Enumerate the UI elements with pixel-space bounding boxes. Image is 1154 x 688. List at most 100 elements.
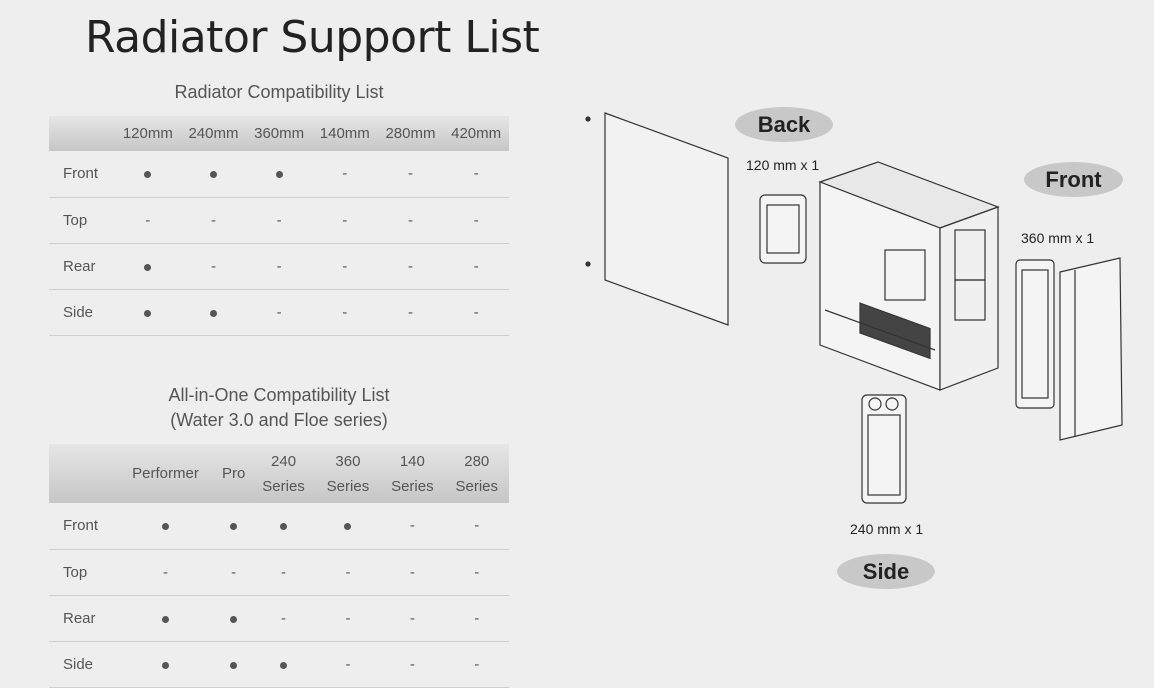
unsupported-cell: - — [251, 595, 316, 642]
unsupported-cell: - — [315, 595, 381, 642]
unsupported-cell: - — [251, 549, 316, 596]
unsupported-cell: - — [180, 243, 247, 290]
supported-dot-icon — [144, 263, 152, 271]
table-row: Front--- — [49, 151, 509, 198]
column-header — [49, 116, 115, 151]
unsupported-cell: - — [444, 549, 509, 596]
supported-cell — [315, 503, 381, 550]
supported-dot-icon — [161, 523, 169, 531]
unsupported-cell: - — [377, 151, 444, 198]
unsupported-cell: - — [443, 197, 509, 244]
row-label: Front — [49, 503, 115, 550]
back-label: Back — [735, 107, 833, 142]
table-row: Top------ — [49, 549, 509, 596]
supported-cell — [180, 289, 247, 336]
unsupported-cell: - — [246, 197, 312, 244]
supported-dot-icon — [230, 615, 238, 623]
supported-dot-icon — [209, 309, 217, 317]
column-header: 360mm — [246, 116, 312, 151]
row-label: Rear — [49, 595, 115, 642]
column-header — [49, 444, 115, 503]
unsupported-cell: - — [443, 289, 509, 336]
supported-cell — [251, 503, 316, 550]
unsupported-cell: - — [443, 243, 509, 290]
column-header: 240mm — [180, 116, 247, 151]
row-label: Side — [49, 289, 115, 336]
unsupported-cell: - — [311, 243, 378, 290]
column-header: 280mm — [377, 116, 444, 151]
unsupported-cell: - — [380, 595, 445, 642]
side-label: Side — [837, 554, 935, 589]
supported-dot-icon — [344, 523, 352, 531]
unsupported-cell: - — [311, 151, 378, 198]
unsupported-cell: - — [115, 549, 216, 596]
supported-dot-icon — [161, 615, 169, 623]
unsupported-cell: - — [380, 503, 445, 550]
front-label: Front — [1024, 162, 1123, 197]
column-header: 120mm — [115, 116, 181, 151]
supported-cell — [115, 289, 181, 336]
supported-dot-icon — [230, 523, 238, 531]
aio-caption: All-in-One Compatibility List — [168, 385, 390, 405]
column-header: 140mm — [311, 116, 378, 151]
unsupported-cell: - — [246, 289, 312, 336]
row-label: Front — [49, 151, 115, 198]
unsupported-cell: - — [380, 641, 445, 688]
unsupported-cell: - — [115, 197, 181, 244]
supported-dot-icon — [209, 171, 217, 179]
unsupported-cell: - — [315, 549, 381, 596]
supported-cell — [115, 503, 216, 550]
supported-dot-icon — [280, 523, 288, 531]
radiator-caption: Radiator Compatibility List — [174, 82, 384, 102]
rear-radiator — [759, 194, 807, 264]
supported-cell — [215, 503, 252, 550]
row-label: Top — [49, 197, 115, 244]
supported-cell — [115, 595, 216, 642]
front-panel — [1059, 257, 1123, 441]
side-panel — [585, 112, 729, 326]
side-radiator-label: 240 mm x 1 — [850, 521, 924, 537]
column-header: 420mm — [443, 116, 509, 151]
page-title: Radiator Support List — [85, 12, 540, 63]
unsupported-cell: - — [377, 289, 444, 336]
supported-cell — [215, 595, 252, 642]
table-row: Top------ — [49, 197, 509, 244]
supported-cell — [180, 151, 247, 198]
supported-cell — [115, 641, 216, 688]
row-label: Rear — [49, 243, 115, 290]
unsupported-cell: - — [315, 641, 381, 688]
supported-cell — [246, 151, 312, 198]
supported-cell — [251, 641, 316, 688]
unsupported-cell: - — [180, 197, 247, 244]
unsupported-cell: - — [443, 151, 509, 198]
supported-dot-icon — [275, 171, 283, 179]
rear-radiator-label: 120 mm x 1 — [746, 157, 820, 173]
unsupported-cell: - — [311, 289, 378, 336]
aio-subcaption: (Water 3.0 and Floe series) — [170, 410, 388, 430]
unsupported-cell: - — [444, 503, 509, 550]
table-row: Side---- — [49, 289, 509, 336]
supported-dot-icon — [280, 661, 288, 669]
unsupported-cell: - — [444, 641, 509, 688]
supported-cell — [115, 151, 181, 198]
table-row: Front -- — [49, 503, 509, 550]
front-radiator — [1015, 259, 1055, 409]
unsupported-cell: - — [444, 595, 509, 642]
front-radiator-label: 360 mm x 1 — [1021, 230, 1095, 246]
unsupported-cell: - — [377, 197, 444, 244]
column-header: Performer — [115, 444, 216, 503]
unsupported-cell: - — [215, 549, 252, 596]
supported-cell — [115, 243, 181, 290]
supported-dot-icon — [144, 309, 152, 317]
row-label: Side — [49, 641, 115, 688]
supported-cell — [215, 641, 252, 688]
unsupported-cell: - — [246, 243, 312, 290]
supported-dot-icon — [230, 661, 238, 669]
supported-dot-icon — [144, 171, 152, 179]
